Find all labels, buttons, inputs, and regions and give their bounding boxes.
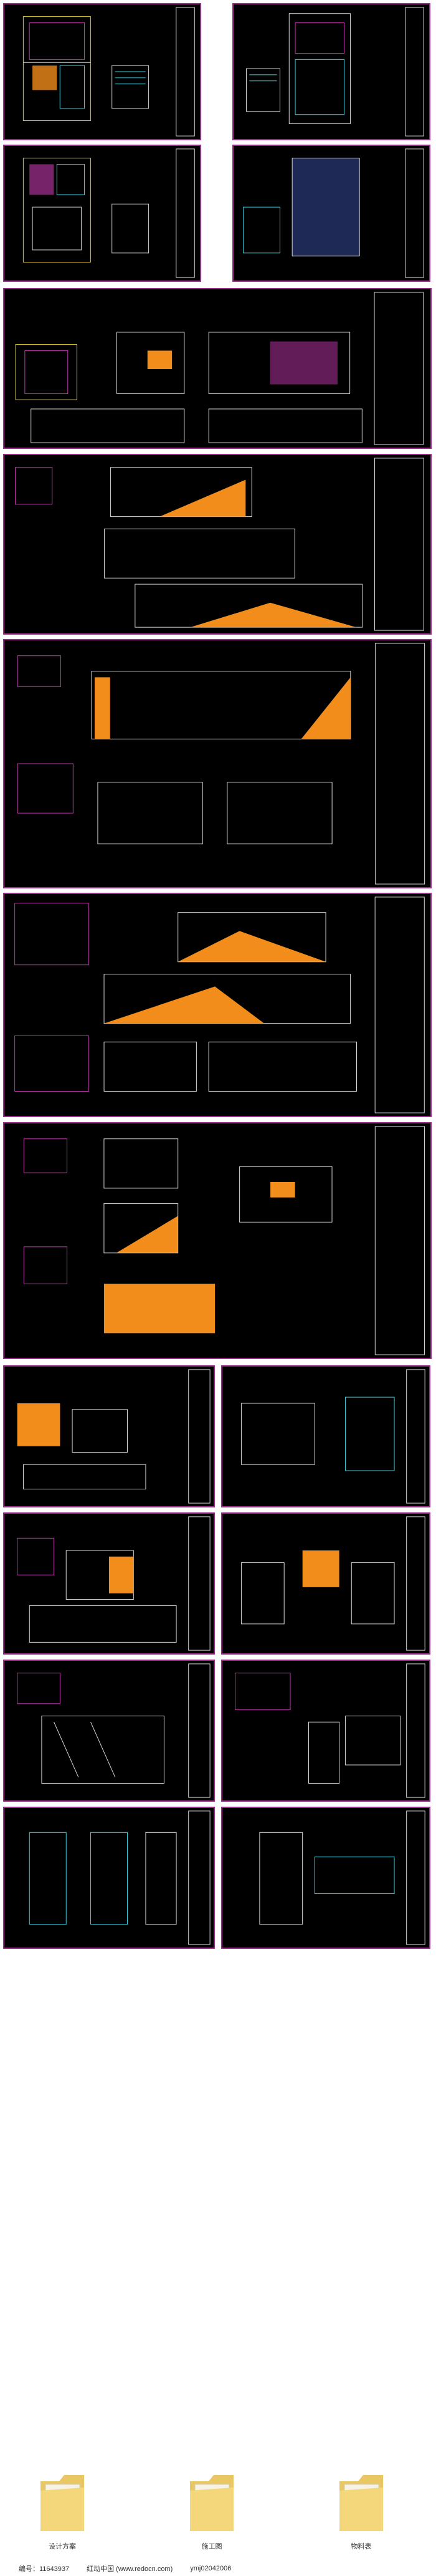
detail-drawing bbox=[240, 1516, 425, 1651]
footer-bar: 编号：11643937 红动中国 (www.redocn.com) ymj020… bbox=[0, 2561, 436, 2576]
detail-drawing bbox=[17, 1516, 211, 1651]
folder-construction[interactable]: 施工图 bbox=[174, 2469, 249, 2551]
drawing-sheet-13 bbox=[221, 1512, 430, 1655]
folder-label: 施工图 bbox=[201, 2543, 222, 2550]
detail-drawing bbox=[235, 1663, 425, 1798]
detail-drawing bbox=[29, 1810, 211, 1945]
drawing-sheet-6 bbox=[3, 454, 432, 635]
drawing-sheet-8 bbox=[3, 893, 432, 1117]
detail-drawing bbox=[259, 1810, 425, 1945]
footer-site[interactable]: 红动中国 (www.redocn.com) bbox=[87, 2565, 173, 2573]
elevation-drawing bbox=[15, 458, 424, 631]
drawing-sheet-5 bbox=[3, 288, 432, 449]
folder-materials[interactable]: 物料表 bbox=[324, 2469, 399, 2551]
drawing-sheet-2 bbox=[232, 3, 430, 140]
drawing-sheet-11 bbox=[221, 1365, 430, 1507]
folder-icon bbox=[40, 2475, 84, 2531]
floor-plan-drawing bbox=[22, 7, 195, 137]
elevation-drawing bbox=[23, 1126, 425, 1355]
drawing-sheet-4 bbox=[232, 145, 430, 282]
layout-plan-drawing bbox=[243, 148, 424, 278]
drawing-sheet-17 bbox=[221, 1807, 430, 1949]
drawing-sheet-16 bbox=[3, 1807, 215, 1949]
elevation-drawing bbox=[15, 292, 424, 445]
drawing-sheet-9 bbox=[3, 1122, 432, 1359]
folder-section bbox=[0, 1958, 436, 2556]
elevation-drawing bbox=[14, 896, 425, 1113]
footer-id: 编号：11643937 bbox=[19, 2565, 70, 2573]
footer-user: ymj02042006 bbox=[190, 2565, 232, 2572]
ceiling-plan-drawing bbox=[246, 7, 424, 137]
drawing-sheet-3 bbox=[3, 145, 201, 282]
folder-design[interactable]: 设计方案 bbox=[25, 2469, 100, 2551]
detail-drawing bbox=[240, 1369, 425, 1504]
detail-drawing bbox=[17, 1663, 211, 1798]
drawing-sheet-10 bbox=[3, 1365, 215, 1507]
folder-label: 物料表 bbox=[351, 2543, 372, 2550]
drawing-sheet-15 bbox=[221, 1660, 430, 1802]
drawing-sheet-1 bbox=[3, 3, 201, 140]
detail-drawing bbox=[17, 1369, 211, 1504]
folder-label: 设计方案 bbox=[49, 2543, 76, 2550]
floor-plan-drawing bbox=[22, 148, 195, 278]
drawing-sheet-14 bbox=[3, 1660, 215, 1802]
drawing-sheet-7 bbox=[3, 639, 432, 888]
folder-icon bbox=[339, 2475, 383, 2531]
drawing-sheet-12 bbox=[3, 1512, 215, 1655]
elevation-drawing bbox=[17, 643, 425, 885]
folder-icon bbox=[190, 2475, 234, 2531]
